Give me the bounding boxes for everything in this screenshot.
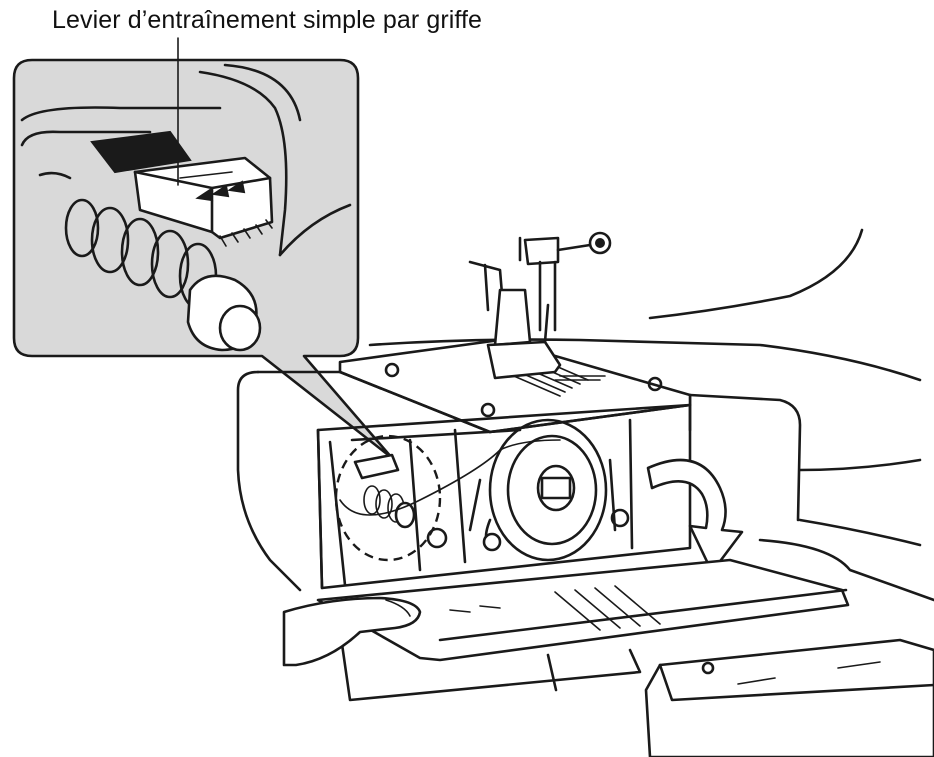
- inset-zoom-panel: [12, 58, 394, 460]
- curved-arrow-icon: [646, 458, 744, 574]
- extension-table: [644, 638, 934, 757]
- dashed-highlight-circle: [334, 434, 442, 562]
- thread: [339, 439, 561, 516]
- rotary-hook: [468, 418, 630, 562]
- bobbin-compartment: [316, 403, 692, 590]
- presser-foot: [468, 231, 612, 380]
- hand-finger: [282, 596, 422, 667]
- machine-body: [236, 228, 934, 602]
- bobbin-cover: [316, 558, 850, 702]
- spring-coil: [64, 198, 262, 352]
- callout-label: Levier d’entraînement simple par griffe: [52, 6, 483, 34]
- lever-tab: [90, 130, 192, 174]
